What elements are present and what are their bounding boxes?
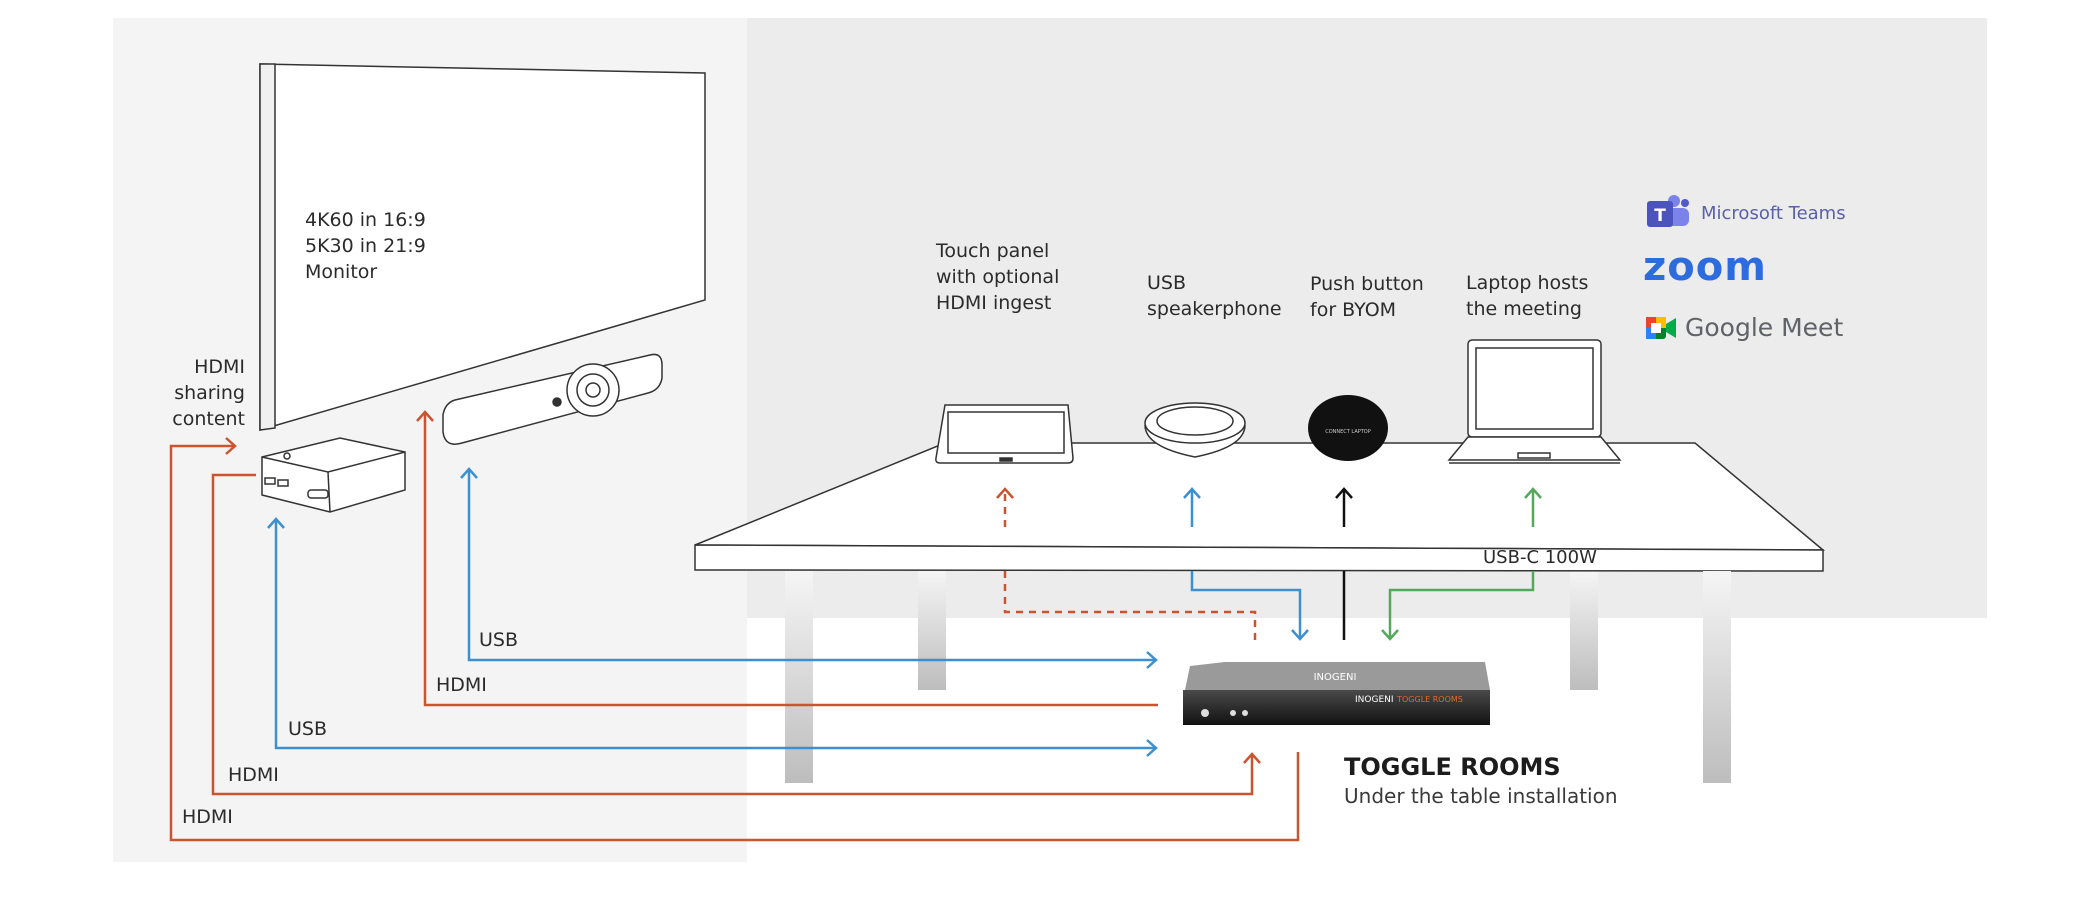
speakerphone-line-1: USB: [1147, 272, 1187, 294]
push-button: CONNECT LAPTOP: [1308, 395, 1388, 461]
under-table-connections: [1003, 571, 1535, 641]
product-subtitle: Under the table installation: [1344, 784, 1618, 808]
camera-bar: [442, 353, 663, 445]
table: [694, 442, 1826, 572]
usb-minipc-label: USB: [288, 718, 328, 740]
touch-panel-line-1: Touch panel: [936, 240, 1050, 262]
laptop-label: Laptop hosts the meeting: [1466, 270, 1588, 322]
microsoft-teams-logo: T Microsoft Teams: [1645, 193, 1846, 233]
box-model-text: TOGGLE ROOMS: [1396, 695, 1463, 704]
hdmi-minipc-label: HDMI: [228, 764, 279, 786]
google-meet-label: Google Meet: [1685, 313, 1844, 342]
teams-label: Microsoft Teams: [1701, 202, 1846, 224]
zoom-logo: zoom: [1643, 244, 1767, 290]
wall-connections: [169, 410, 1300, 842]
push-button-line-1: Push button: [1310, 273, 1424, 295]
speakerphone-label: USB speakerphone: [1147, 270, 1282, 322]
hdmi-monitor-label: HDMI: [436, 674, 487, 696]
touch-panel-label: Touch panel with optional HDMI ingest: [936, 238, 1059, 316]
svg-text:CONNECT LAPTOP: CONNECT LAPTOP: [1325, 429, 1371, 435]
monitor-line-3: Monitor: [305, 261, 378, 283]
svg-text:T: T: [1654, 206, 1666, 226]
touch-panel-line-3: HDMI ingest: [936, 292, 1052, 314]
laptop-line-2: the meeting: [1466, 298, 1582, 320]
monitor: [259, 63, 706, 432]
box-front-brand-text: INOGENI: [1355, 695, 1394, 705]
speakerphone: [1144, 402, 1246, 458]
google-meet-logo: Google Meet: [1645, 313, 1843, 342]
hdmi-sharing-line-1: HDMI: [194, 356, 245, 378]
hdmi-sharing-label: HDMI sharing content: [150, 354, 245, 432]
teams-icon: T: [1647, 195, 1689, 227]
hdmi-sharing-line-2: sharing: [174, 382, 245, 404]
touch-panel: [935, 404, 1074, 464]
monitor-spec-label: 4K60 in 16:9 5K30 in 21:9 Monitor: [305, 207, 426, 285]
product-title: TOGGLE ROOMS: [1344, 753, 1561, 781]
monitor-line-1: 4K60 in 16:9: [305, 209, 426, 231]
speakerphone-line-2: speakerphone: [1147, 298, 1282, 320]
table-back-legs: [918, 570, 1598, 690]
laptop: [1447, 339, 1622, 464]
device-arrows: [996, 487, 1542, 527]
toggle-rooms-box: INOGENI INOGENI TOGGLE ROOMS: [1183, 662, 1490, 725]
hdmi-sharing-line-3: content: [172, 408, 245, 430]
hdmi-sharing-cable-label: HDMI: [182, 806, 233, 828]
push-button-line-2: for BYOM: [1310, 299, 1397, 321]
usbc-label: USB-C 100W: [1483, 547, 1597, 568]
push-button-label: Push button for BYOM: [1310, 271, 1424, 323]
mini-pc: [261, 437, 406, 513]
box-brand-text: INOGENI: [1314, 672, 1357, 683]
touch-panel-line-2: with optional: [936, 266, 1060, 288]
zoom-label: zoom: [1643, 244, 1767, 290]
google-meet-icon: [1646, 316, 1676, 339]
monitor-line-2: 5K30 in 21:9: [305, 235, 426, 257]
usb-camera-label: USB: [479, 629, 519, 651]
laptop-line-1: Laptop hosts: [1466, 272, 1589, 294]
